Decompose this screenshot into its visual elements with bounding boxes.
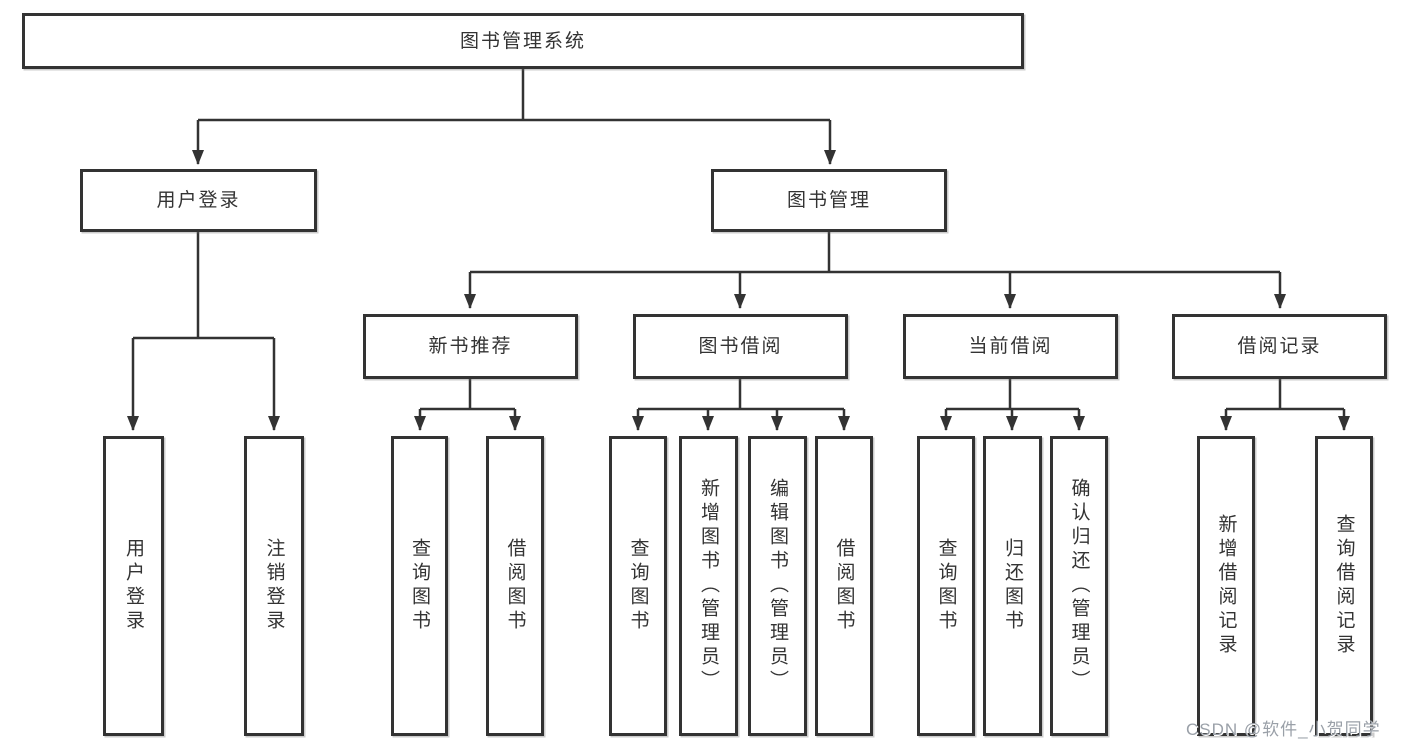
leaf-logout-login-label: 注销登录 <box>263 538 285 634</box>
leaf-current-query-books-label: 查询图书 <box>935 538 957 634</box>
leaf-recommend-borrow-books: 借阅图书 <box>486 436 544 736</box>
leaf-logout-login: 注销登录 <box>244 436 304 736</box>
leaf-borrowing-borrow-books-label: 借阅图书 <box>833 538 855 634</box>
leaf-user-login-label: 用户登录 <box>123 538 144 634</box>
node-book-borrowing-label: 图书借阅 <box>698 336 783 357</box>
node-current-borrowing-label: 当前借阅 <box>968 336 1053 357</box>
leaf-query-borrow-record-label: 查询借阅记录 <box>1333 514 1355 658</box>
node-new-book-recommendation-label: 新书推荐 <box>428 336 513 357</box>
node-root: 图书管理系统 <box>22 13 1024 69</box>
leaf-return-books: 归还图书 <box>983 436 1042 736</box>
leaf-borrowing-query-books: 查询图书 <box>609 436 667 736</box>
leaf-return-books-label: 归还图书 <box>1002 538 1023 634</box>
leaf-add-borrow-record: 新增借阅记录 <box>1197 436 1255 736</box>
node-book-management-label: 图书管理 <box>786 190 871 211</box>
leaf-recommend-query-books-label: 查询图书 <box>409 538 430 634</box>
leaf-add-book-admin-label: 新增图书（管理员） <box>698 478 719 694</box>
node-new-book-recommendation: 新书推荐 <box>363 314 578 379</box>
node-borrowing-records-label: 借阅记录 <box>1237 336 1322 357</box>
leaf-edit-book-admin: 编辑图书（管理员） <box>748 436 807 736</box>
leaf-borrowing-query-books-label: 查询图书 <box>627 538 649 634</box>
csdn-watermark: CSDN @软件_小贺同学 <box>1186 720 1381 739</box>
leaf-edit-book-admin-label: 编辑图书（管理员） <box>767 478 788 694</box>
leaf-add-book-admin: 新增图书（管理员） <box>679 436 738 736</box>
leaf-user-login: 用户登录 <box>103 436 164 736</box>
leaf-confirm-return-admin: 确认归还（管理员） <box>1050 436 1108 736</box>
leaf-current-query-books: 查询图书 <box>917 436 975 736</box>
leaf-confirm-return-admin-label: 确认归还（管理员） <box>1068 478 1090 694</box>
leaf-query-borrow-record: 查询借阅记录 <box>1315 436 1373 736</box>
node-book-management: 图书管理 <box>711 169 947 232</box>
leaf-recommend-borrow-books-label: 借阅图书 <box>504 538 526 634</box>
node-root-label: 图书管理系统 <box>459 30 586 52</box>
node-user-login-label: 用户登录 <box>156 190 241 211</box>
node-borrowing-records: 借阅记录 <box>1172 314 1387 379</box>
node-book-borrowing: 图书借阅 <box>633 314 848 379</box>
node-user-login: 用户登录 <box>80 169 317 232</box>
leaf-add-borrow-record-label: 新增借阅记录 <box>1215 514 1237 658</box>
leaf-borrowing-borrow-books: 借阅图书 <box>815 436 873 736</box>
leaf-recommend-query-books: 查询图书 <box>391 436 448 736</box>
node-current-borrowing: 当前借阅 <box>903 314 1118 379</box>
